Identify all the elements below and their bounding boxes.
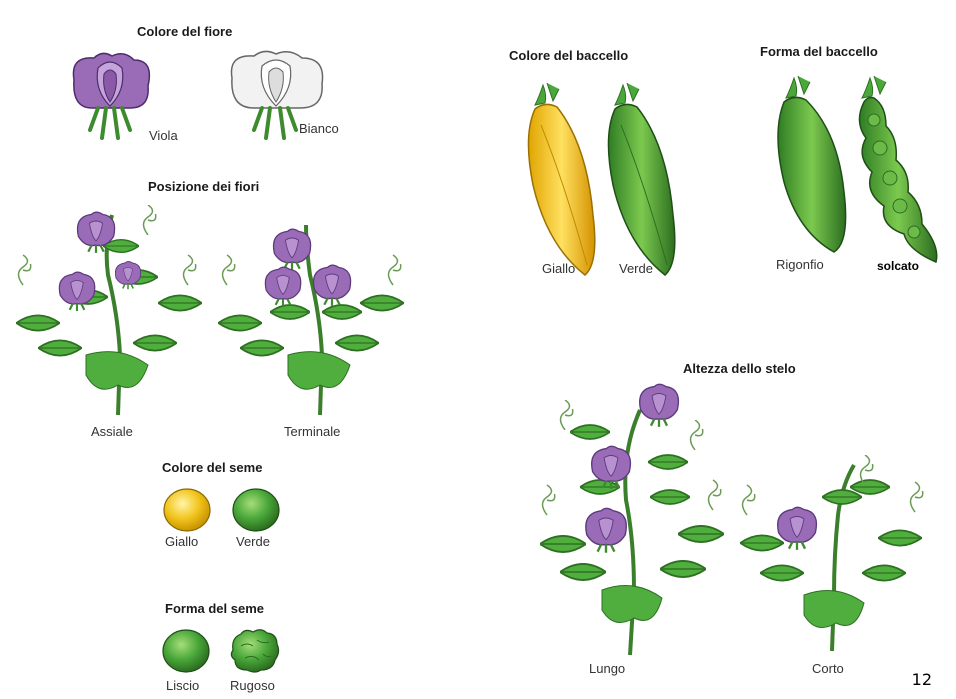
green-seed-icon bbox=[232, 488, 280, 532]
dwarf-plant-icon bbox=[740, 455, 924, 652]
page-number: 12 bbox=[911, 670, 932, 689]
tall-label: Lungo bbox=[589, 661, 626, 676]
smooth-label: Liscio bbox=[166, 678, 200, 693]
constricted-pod-icon bbox=[858, 75, 938, 264]
inflated-label: Rigonfio bbox=[776, 257, 824, 272]
seed-shape-title: Forma del seme bbox=[165, 601, 264, 616]
wrinkled-label: Rugoso bbox=[230, 678, 275, 693]
seed-yellow-label: Giallo bbox=[165, 534, 199, 549]
dwarf-label: Corto bbox=[812, 661, 844, 676]
terminal-label: Terminale bbox=[284, 424, 341, 439]
pod-green-label: Verde bbox=[619, 261, 653, 276]
violet-label: Viola bbox=[149, 128, 178, 143]
smooth-seed-icon bbox=[162, 629, 210, 673]
white-flower-icon bbox=[230, 50, 324, 140]
green-pod-icon bbox=[607, 82, 676, 276]
wrinkled-seed-icon bbox=[230, 629, 280, 673]
terminal-plant-icon bbox=[218, 224, 404, 416]
yellow-seed-icon bbox=[163, 488, 211, 532]
stem-height-title: Altezza dello stelo bbox=[683, 361, 796, 376]
flower-color-title: Colore del fiore bbox=[137, 24, 233, 39]
axial-plant-icon bbox=[16, 205, 202, 416]
inflated-pod-icon bbox=[777, 75, 847, 253]
axial-label: Assiale bbox=[91, 424, 133, 439]
yellow-pod-icon bbox=[527, 82, 596, 276]
constricted-label: solcato bbox=[877, 259, 920, 273]
purple-flower-icon bbox=[72, 52, 151, 140]
flower-position-title: Posizione dei fiori bbox=[148, 179, 260, 194]
pod-shape-title: Forma del baccello bbox=[760, 44, 878, 59]
pod-yellow-label: Giallo bbox=[542, 261, 576, 276]
seed-green-label: Verde bbox=[236, 534, 270, 549]
seed-color-title: Colore del seme bbox=[162, 460, 263, 475]
white-label: Bianco bbox=[299, 121, 339, 136]
tall-plant-icon bbox=[540, 383, 724, 656]
pod-color-title: Colore del baccello bbox=[509, 48, 629, 63]
